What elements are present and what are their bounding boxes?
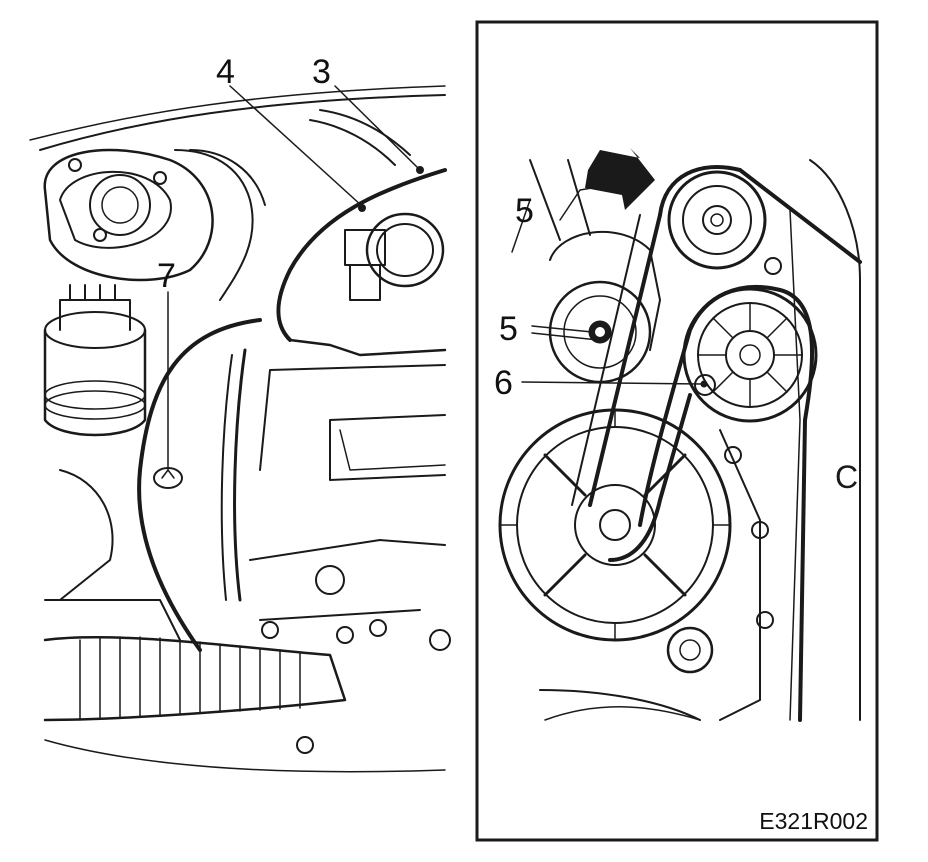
belt-drive-inset-frame bbox=[475, 20, 879, 842]
inset-callout-5-lower: 5 bbox=[499, 310, 518, 348]
leader-3 bbox=[334, 85, 419, 169]
upper-idler-pulley bbox=[667, 170, 767, 270]
lower-idler bbox=[666, 626, 714, 674]
belt-drive-inset: C bbox=[498, 148, 862, 722]
rotation-direction-arrow-icon bbox=[585, 148, 655, 210]
inset-callout-5-upper: 5 bbox=[515, 192, 534, 230]
crankshaft-pulley bbox=[498, 408, 732, 642]
intake-hose bbox=[43, 636, 347, 722]
svg-text:C: C bbox=[835, 459, 858, 495]
callout-7: 7 bbox=[157, 257, 176, 295]
strut-tower bbox=[43, 148, 214, 282]
callout-4: 4 bbox=[216, 53, 235, 91]
tensioner-bolt bbox=[694, 374, 716, 396]
engine-bay-view bbox=[29, 85, 451, 773]
drive-belt bbox=[571, 165, 862, 722]
leader-4 bbox=[229, 85, 363, 207]
oil-filler-cap bbox=[344, 212, 445, 301]
figure-id-code: E321R002 bbox=[759, 808, 868, 834]
inset-callout-6: 6 bbox=[494, 364, 513, 402]
callout-3: 3 bbox=[312, 53, 331, 91]
reservoir bbox=[43, 284, 147, 437]
